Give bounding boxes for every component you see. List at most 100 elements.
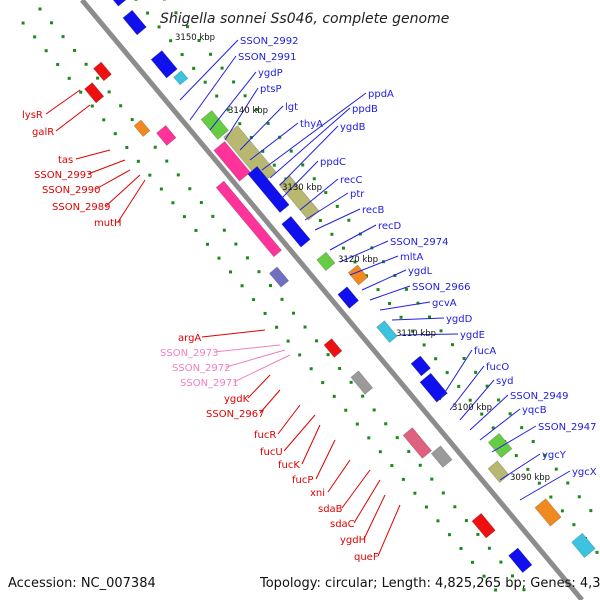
tick-dot [321,381,325,385]
tick-dot [113,132,117,136]
tick-dot [275,325,279,329]
leader-line [399,333,459,336]
gene-label: SSON_2990 [42,185,101,196]
leader-line [349,255,399,276]
tick-dot [390,464,394,468]
leader-line [87,159,126,175]
tick-dot [476,532,480,536]
gene-feature [84,82,105,104]
gene-feature [133,119,151,137]
gene-label: SSON_2967 [206,409,265,420]
tick-dot [549,495,553,499]
tick-dot [194,228,198,232]
gene-feature [281,215,311,248]
tick-dot [280,297,284,301]
tick-dot [468,398,472,402]
gene-feature [337,286,359,309]
leader-line [519,470,571,501]
position-tick: 3090 kbp [510,473,550,483]
gene-label: lgt [285,102,298,113]
gene-feature [487,460,510,483]
tick-dot [272,163,276,167]
tick-dot [318,218,322,222]
tick-dot [439,329,443,333]
gene-label: queF [354,552,379,563]
gene-label: tas [58,155,73,166]
tick-dot [338,366,342,370]
tick-dot [199,201,203,205]
tick-dot [422,343,426,347]
leader-line [209,71,257,131]
tick-dot [61,35,65,39]
tick-dot [180,53,184,57]
gene-label: recD [378,221,402,232]
gene-feature [430,445,453,468]
gene-label: syd [496,376,513,387]
gene-label: fucU [260,447,283,458]
gene-feature [269,266,290,288]
tick-dot [84,62,88,66]
tick-dot [171,201,175,205]
gene-feature [93,61,112,82]
tick-dot-tracks [21,0,599,592]
gene-label: ygcX [572,467,597,478]
position-tick: 3100 kbp [452,403,492,413]
leader-line [45,89,81,115]
leader-line [189,55,237,121]
tick-dot [577,495,581,499]
tick-dot [395,436,399,440]
gene-label: ygdE [460,330,485,341]
gene-label: ygdB [340,122,366,133]
tick-dot [309,367,313,371]
tick-dot [326,353,330,357]
leader-line [363,494,386,540]
tick-dot [474,370,478,374]
tick-dot [146,11,150,15]
tick-dot [399,315,403,319]
tick-dot [153,145,157,149]
gene-label: recC [340,175,363,186]
map-title: Shigella sonnei Ss046, complete genome [160,11,449,27]
gene-label: galR [32,127,54,138]
tick-dot [211,214,215,218]
tick-dot [324,191,328,195]
gene-label: fucP [292,475,313,486]
tick-dot [376,288,380,292]
position-tick: 3150 kbp [175,33,215,43]
tick-dot [252,298,256,302]
gene-feature [350,370,374,395]
tick-dot [332,394,336,398]
tick-dot [522,588,526,592]
leader-line [179,39,239,101]
position-tick: 3110 kbp [396,329,436,339]
leader-line [304,192,349,221]
tick-dot [222,228,226,232]
gene-label: sdaB [318,504,343,515]
tick-dot [136,159,140,163]
tick-dot [453,505,457,509]
leader-line [499,453,541,481]
gene-label: SSON_2992 [240,36,299,47]
gene-feature [106,0,129,7]
label-leader-lines [45,39,571,557]
tick-dot [388,301,392,305]
gene-feature [323,338,343,358]
leader-line [377,504,401,557]
tick-dot [217,256,221,260]
gene-label: ygdP [258,68,283,79]
tick-dot [471,560,475,564]
tick-dot [401,477,405,481]
gene-label: SSON_2993 [34,170,93,181]
tick-dot [526,467,530,471]
gene-label: ptsP [260,84,282,95]
tick-dot [56,63,60,67]
leader-line [277,404,301,435]
leader-line [269,107,351,179]
tick-dot [341,246,345,250]
tick-dot [364,274,368,278]
tick-dot [96,76,100,80]
gene-label: SSON_2949 [510,391,569,402]
tick-dot [499,560,503,564]
tick-dot [268,284,272,288]
